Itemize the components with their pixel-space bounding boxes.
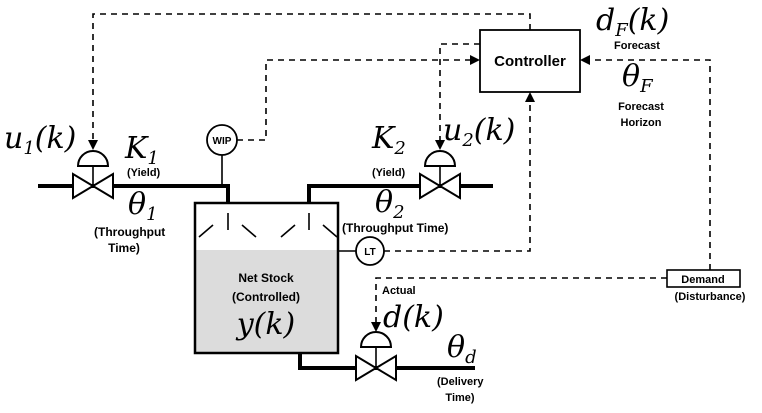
lt-label: LT — [364, 247, 375, 258]
horizon-label-line2: Horizon — [621, 117, 662, 129]
tank-spray-right — [280, 213, 338, 238]
actual-d-symbol: d(k) — [383, 300, 444, 335]
tank-label-line1: Net Stock — [238, 271, 294, 285]
delivery-pipe — [298, 352, 475, 370]
delivery-label-line1: (Delivery — [437, 376, 484, 388]
signal-controller-to-u1 — [88, 13, 531, 150]
wip-label: WIP — [213, 136, 232, 147]
theta-f-symbol: θF — [622, 59, 654, 97]
controller-label: Controller — [494, 53, 566, 70]
signal-controller-to-u2 — [435, 43, 480, 150]
theta1-symbol: θ1 — [128, 187, 158, 225]
signal-demand-to-controller — [580, 55, 711, 270]
k1-symbol: K1 — [124, 131, 159, 169]
yield2-label: (Yield) — [372, 167, 406, 179]
valve-2 — [419, 150, 461, 200]
horizon-label-line1: Forecast — [618, 101, 664, 113]
u1-symbol: u1(k) — [4, 121, 76, 159]
tank-liquid — [195, 250, 338, 353]
k2-symbol: K2 — [371, 121, 406, 159]
tank-spray-left — [198, 213, 257, 238]
actual-label: Actual — [382, 285, 416, 297]
throughput1-label-line1: (Throughput — [94, 225, 165, 239]
demand-label: Demand — [681, 274, 724, 286]
throughput2-label: (Throughput Time) — [342, 221, 448, 235]
net-stock-tank — [193, 201, 340, 355]
u2-symbol: u2(k) — [443, 113, 515, 151]
yield1-label: (Yield) — [127, 167, 161, 179]
forecast-symbol: dF(k) — [596, 3, 669, 41]
theta-d-symbol: θd — [447, 330, 477, 368]
y-symbol: y(k) — [235, 307, 296, 342]
delivery-label-line2: Time) — [445, 392, 474, 404]
valve-delivery — [355, 331, 397, 382]
signal-wip-to-controller — [237, 55, 480, 141]
demand-sublabel: (Disturbance) — [675, 291, 746, 303]
forecast-label: Forecast — [614, 40, 660, 52]
signal-lt-to-controller — [384, 92, 535, 252]
tank-label-line2: (Controlled) — [232, 290, 300, 304]
throughput1-label-line2: Time) — [108, 241, 140, 255]
valve-1 — [72, 150, 114, 200]
theta2-symbol: θ2 — [375, 185, 405, 223]
signal-demand-to-delivery — [371, 277, 667, 332]
